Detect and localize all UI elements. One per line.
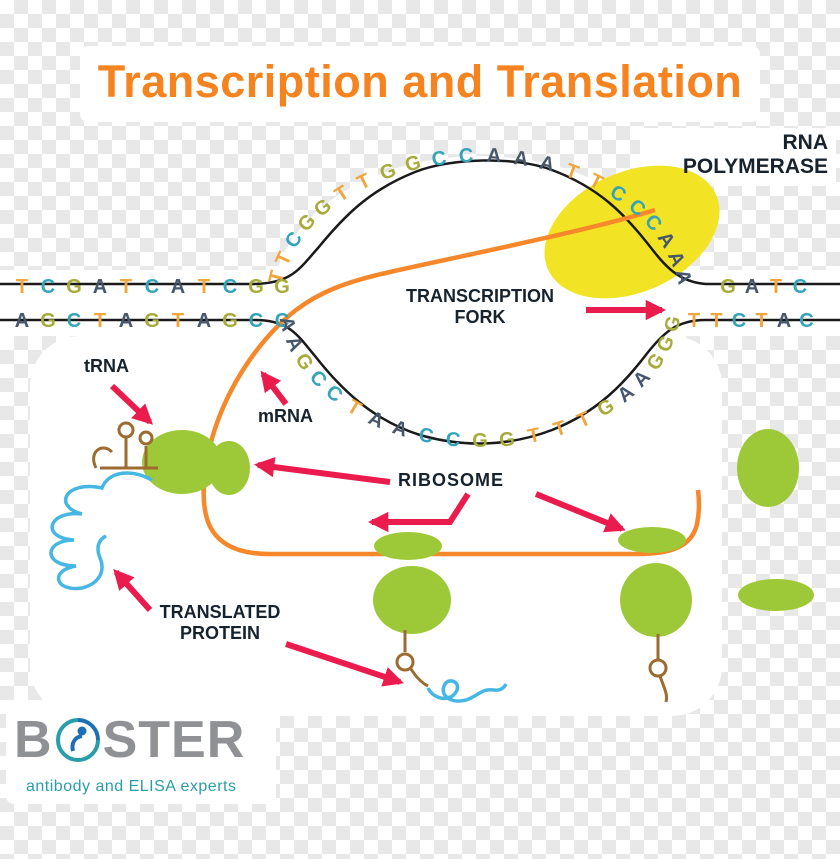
ribosome-arrow-right [534,491,626,533]
dna-upper-strand [0,159,840,286]
trna-middle-loop [395,652,415,672]
translated-protein-label: TRANSLATED PROTEIN [138,602,302,643]
logo-text-suffix: STER [102,711,246,769]
translated-protein-arrow-left [113,568,153,613]
trna-structures [92,421,668,703]
protein-squiggle-middle [426,679,508,703]
translated-proteins [49,471,508,703]
rna-polymerase-blob [544,165,720,299]
ribosome-middle-large-subunit [373,566,451,634]
transcription-fork-label-line1: TRANSCRIPTION [406,286,554,306]
transcription-fork-label-line2: FORK [454,306,506,327]
logo-backdrop [6,700,276,804]
logo-tagline: antibody and ELISA experts [26,778,237,795]
trna-label: tRNA [84,356,129,376]
mrna-arrow [260,370,289,406]
trna-arrow [109,383,153,425]
trna-left-loop2 [138,430,154,446]
title-backdrop [80,46,760,122]
dna-lower-strand [0,318,840,445]
trna-right-tail [658,675,668,703]
boster-logo: B STER [14,714,245,766]
boster-circle-icon [55,718,100,762]
trna-middle-tail [409,668,429,688]
rna-polymerase-label-line2: POLYMERASE [682,155,828,179]
trna-left-curl [92,446,114,469]
logo-ring-teal [55,718,100,762]
translated-protein-label-line2: PROTEIN [179,622,260,643]
free-ribosome-cap-bottom-right [738,579,814,611]
ribosome-left-small-subunit [208,441,250,495]
ribosome-right-small-subunit [618,527,686,553]
mrna-label: mRNA [258,406,314,426]
ribosome-arrow-middle [367,492,471,533]
ribosome-left-large-subunit [142,430,222,494]
free-ribosome-subunit-right [737,429,799,507]
ribosome-arrow-left [253,456,391,485]
trna-left-loop1 [117,421,135,439]
logo-swoosh [70,734,83,752]
ribosome-label: RIBOSOME [398,470,505,490]
ribosome-right-large-subunit [620,563,692,637]
annotation-arrows [109,299,667,687]
logo-ring-blue [77,718,100,741]
ribosome-middle-small-subunit [374,532,442,560]
rna-polymerase-label-line1: RNA [782,131,829,154]
translated-protein-label-line1: TRANSLATED [159,602,281,622]
trna-right-loop [648,658,668,678]
page-title: Transcription and Translation [97,56,743,107]
rna-polymerase-label: RNA POLYMERASE [560,131,828,179]
protein-coil-left [49,471,153,591]
translated-protein-arrow-right [285,641,404,687]
transcription-fork-label: TRANSCRIPTION FORK [370,286,590,327]
logo-text-prefix: B [14,711,53,769]
logo-dot [77,726,87,736]
